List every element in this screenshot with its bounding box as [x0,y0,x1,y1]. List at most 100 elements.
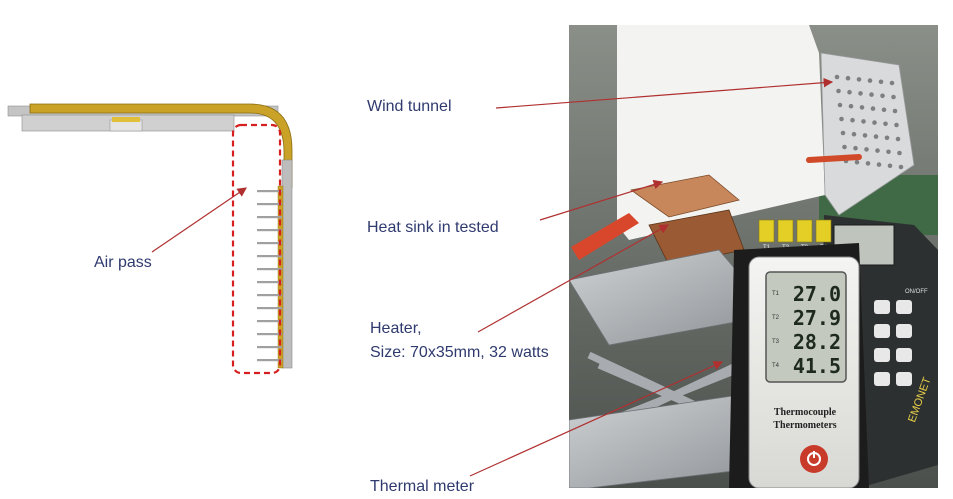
grille-hole [861,119,866,124]
reading-value: 27.0 [793,282,841,306]
grille-hole [886,149,891,155]
reading-value: 27.9 [793,306,841,330]
main-meter-display [765,271,847,383]
red-probe-wire [806,154,862,163]
channel-label: T2 [772,315,780,321]
keypad-button[interactable] [874,372,890,386]
grille-hole [897,150,902,156]
fin [257,281,282,284]
reading-value: 28.2 [793,330,841,354]
wind-tunnel-grille [820,52,915,216]
grille-hole [872,120,877,125]
thermal-meter-label: Thermal meter [370,478,475,495]
grille-hole [876,162,882,167]
back-meter-onoff: ON/OFF [905,289,928,295]
grille-hole [862,133,868,138]
fin [257,294,282,297]
fin [257,255,282,258]
grille-hole [895,136,901,142]
grille-hole [867,78,873,83]
connector-plug [815,219,832,243]
connector-plug [777,219,794,243]
grille-hole [864,147,869,152]
vertical-plate [281,159,293,369]
fin [257,203,282,206]
grille-hole [884,135,890,141]
grille-hole [842,144,847,150]
keypad-button[interactable] [874,324,890,338]
meter-brand-line2: Thermometers [773,420,836,431]
channel-label: T4 [772,363,780,369]
grille-hole [883,121,888,127]
reading-value: 41.5 [793,354,841,378]
vertical-pipe [277,185,284,369]
back-meter-keypad [874,300,912,386]
grille-hole [854,159,860,165]
grille-holes [834,74,904,170]
grille-hole [865,161,871,166]
grille-hole [887,163,893,169]
meter-brand-line1: Thermocouple [774,407,837,418]
grille-hole [889,80,895,86]
grille-hole [850,117,855,123]
fin [257,320,282,323]
grille-hole [848,103,854,109]
fin [257,268,282,271]
fin [257,359,282,362]
grille-hole [892,108,898,114]
grille-hole [875,148,880,153]
grille-hole [837,102,843,108]
grille-hole [839,116,844,122]
grille-hole [851,131,857,137]
heater-label-line1: Heater, [370,320,422,337]
fin [257,242,282,245]
grille-hole [898,164,904,170]
grille-hole [853,145,858,151]
heat-sink-diagram [7,103,293,375]
connector-plug [758,219,775,243]
wind-tunnel-label: Wind tunnel [367,98,452,115]
keypad-button[interactable] [896,324,912,338]
grille-hole [880,93,885,99]
grille-hole [878,79,884,85]
fin-stack [257,190,282,362]
heat-sink-label: Heat sink in tested [367,219,499,236]
test-setup-photo: ON/OFF EMONET T1T2T3T4 T127.0T227.9T328.… [569,25,938,488]
air-pass-dashed-box [231,123,282,375]
thermocouple-connectors: T1T2T3T4 [758,219,832,251]
connector-label: T1 [763,245,771,251]
grille-hole [873,134,879,139]
meter-readings: T1 27.0T2 27.9T3 28.2T4 41.5 [772,282,841,378]
grille-hole [881,107,887,113]
connector-plug [796,219,813,243]
grille-hole [891,94,896,100]
keypad-button[interactable] [874,348,890,362]
channel-label: T3 [772,339,780,345]
heat-pipe-highlight [112,117,140,122]
air-pass-label: Air pass [94,254,152,271]
fin [257,216,282,219]
fin [257,307,282,310]
grille-hole [859,105,865,110]
grille-hole [894,122,899,128]
grille-hole [845,75,851,81]
grille-hole [870,106,876,111]
grille-hole [847,89,852,95]
fin [257,190,282,193]
heater-label-line2: Size: 70x35mm, 32 watts [370,344,549,361]
grille-hole [840,130,846,136]
grille-hole [836,88,841,94]
keypad-button[interactable] [896,348,912,362]
channel-label: T1 [772,291,780,297]
keypad-button[interactable] [874,300,890,314]
keypad-button[interactable] [896,300,912,314]
keypad-button[interactable] [896,372,912,386]
grille-hole [869,92,874,97]
grille-hole [834,74,840,80]
power-button[interactable] [800,445,828,473]
fin [257,229,282,232]
fin [257,333,282,336]
fin [257,346,282,349]
grille-hole [858,91,863,96]
grille-hole [856,77,862,82]
